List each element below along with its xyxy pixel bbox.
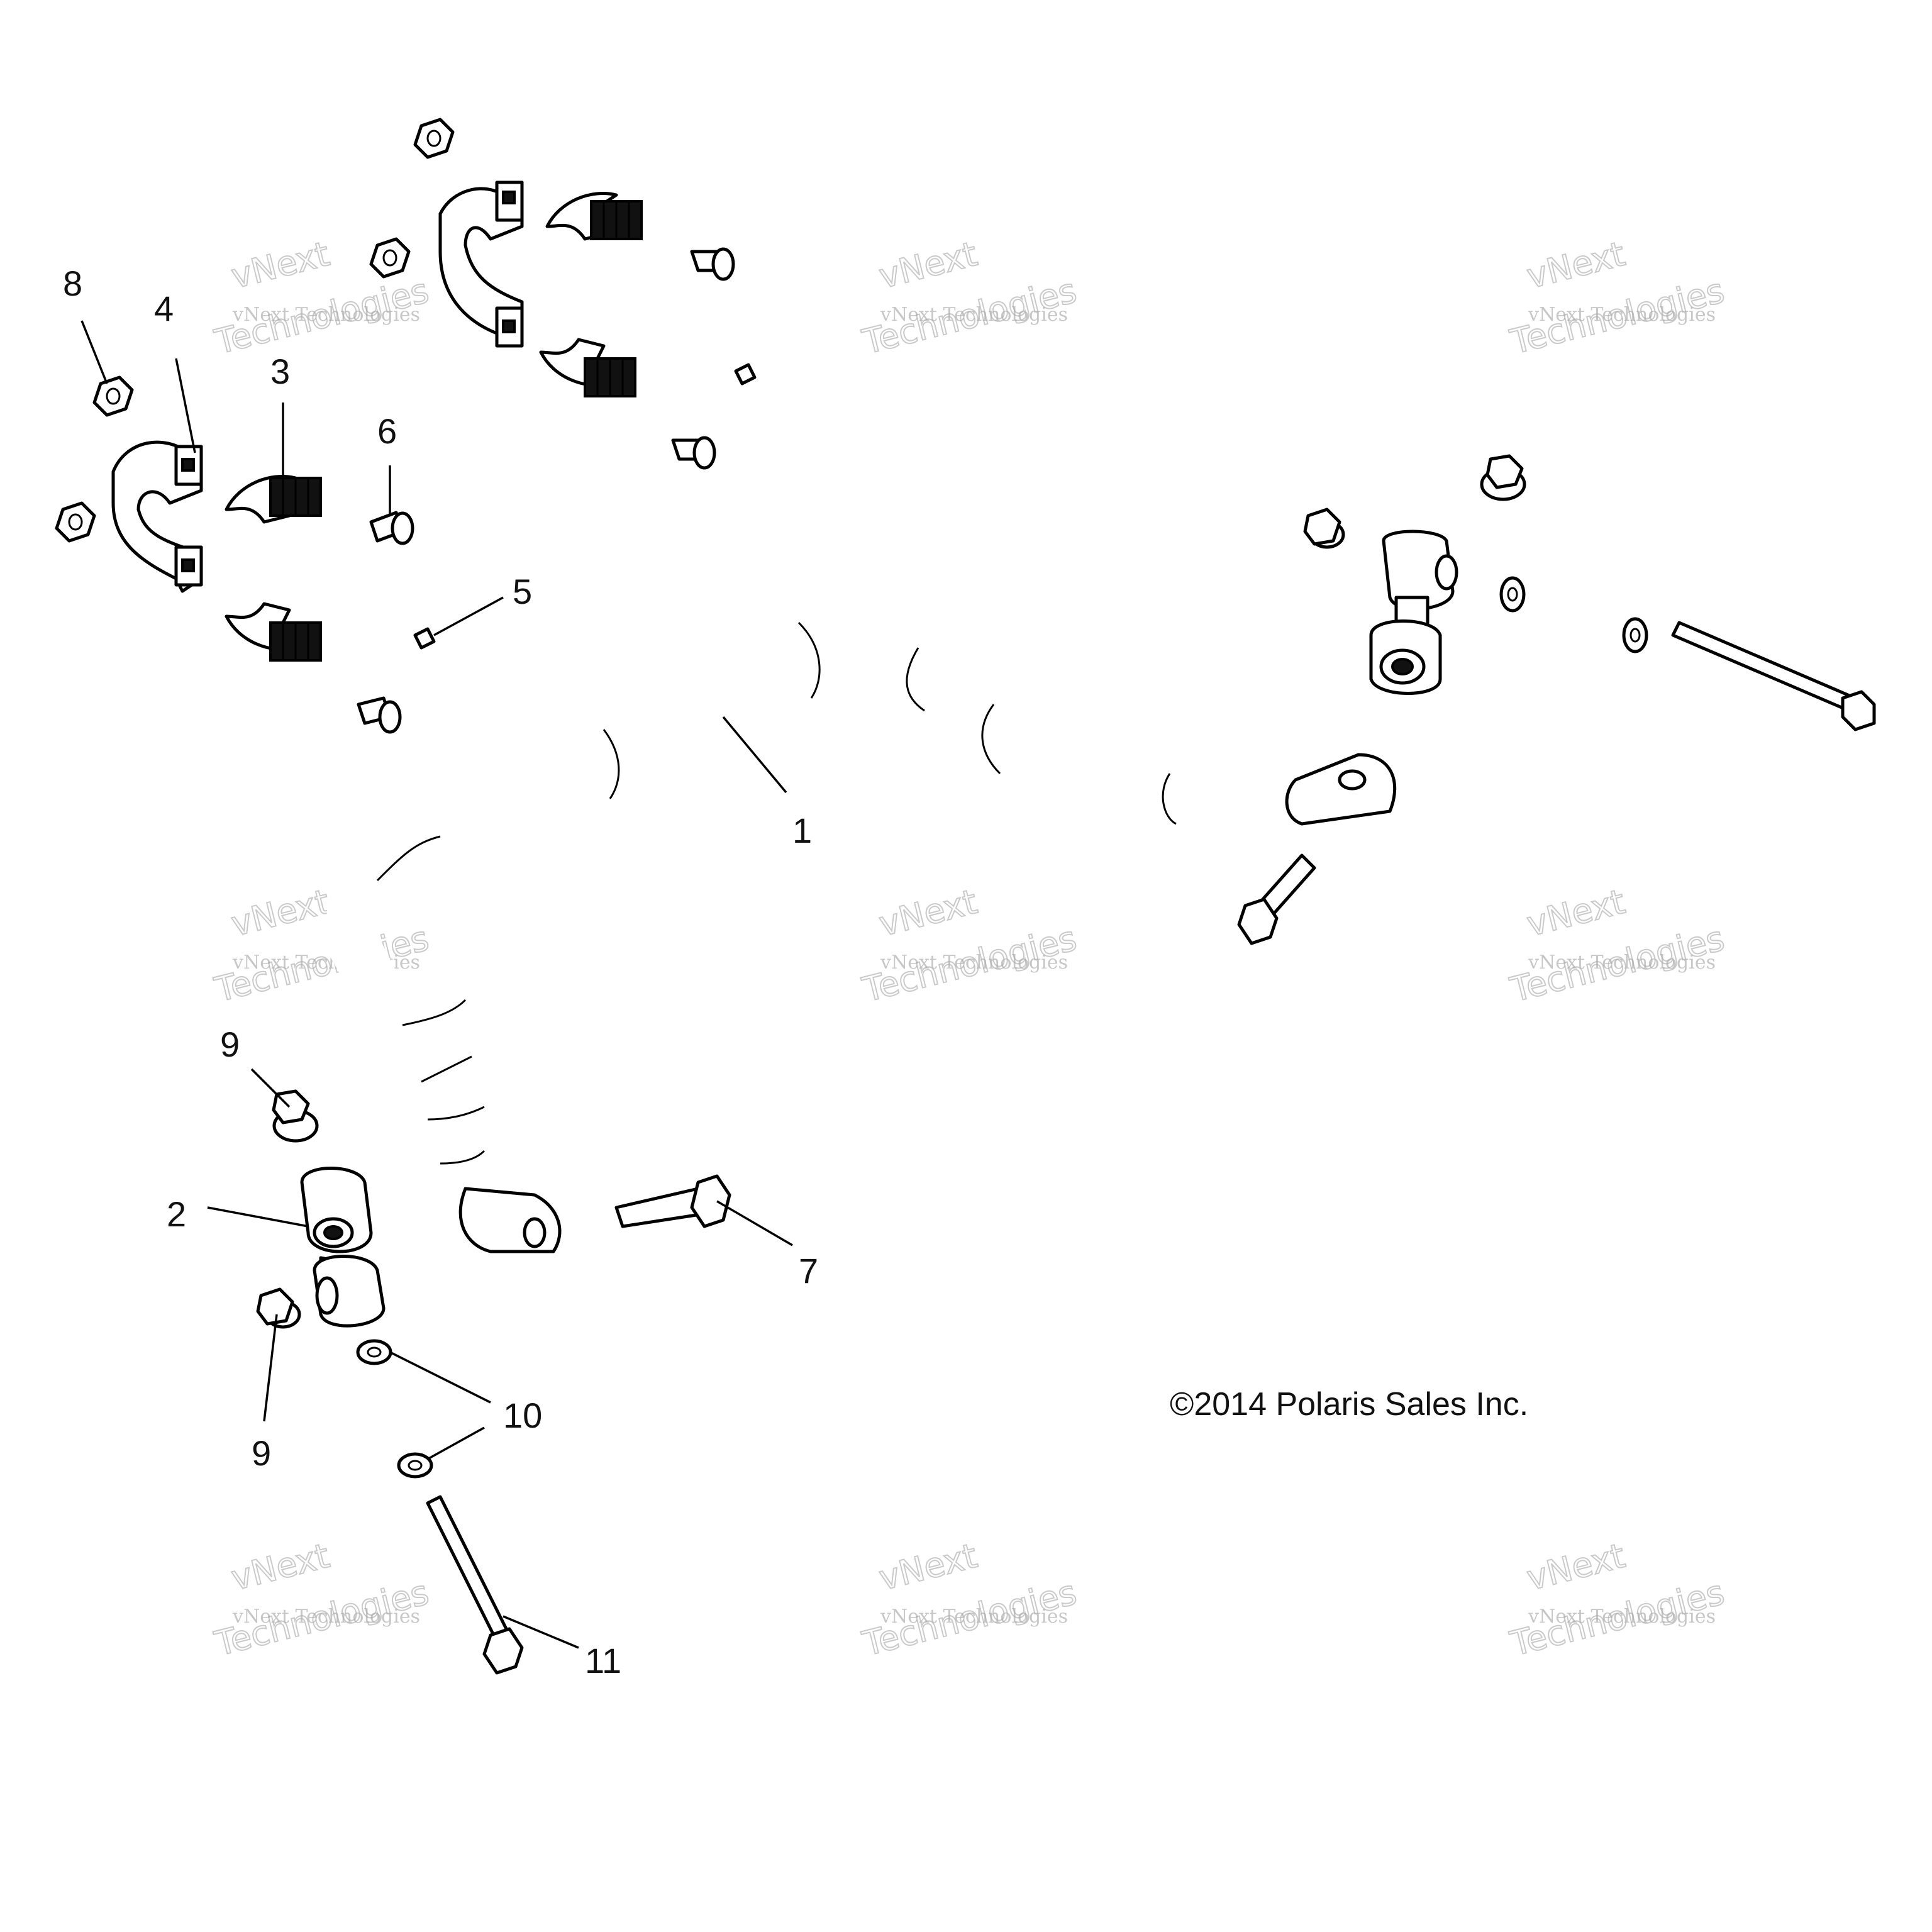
flange-nut-right-1	[1303, 508, 1345, 549]
nut-left	[55, 501, 96, 543]
copyright-notice: ©2014 Polaris Sales Inc.	[1170, 1386, 1528, 1423]
svg-text:vNext: vNext	[228, 234, 333, 296]
watermark-r3c1: vNext vNext Technologies Technologies	[210, 1535, 433, 1665]
flange-nut-right-2	[1480, 454, 1526, 501]
callout-8: 8	[63, 264, 82, 303]
watermark-r2c2: vNext vNext Technologies Technologies	[858, 881, 1081, 1011]
svg-text:vNext: vNext	[1523, 1536, 1629, 1598]
bushing-upper-right	[545, 191, 643, 241]
link-left	[300, 1167, 386, 1328]
watermark-r3c2: vNext vNext Technologies Technologies	[858, 1535, 1081, 1665]
svg-text:vNext Technologies: vNext Technologies	[1528, 304, 1716, 326]
watermark-r3c3: vNext vNext Technologies Technologies	[1506, 1535, 1729, 1665]
svg-text:vNext Technologies: vNext Technologies	[880, 952, 1068, 974]
callout-5: 5	[513, 572, 532, 611]
stabilizer-bar	[326, 590, 1397, 1253]
nut-upper-mid	[369, 237, 411, 279]
bushing-lower-left	[225, 602, 322, 662]
svg-text:vNext: vNext	[228, 1536, 333, 1598]
watermark-r1c2: vNext vNext Technologies Technologies	[858, 233, 1081, 363]
nut-top	[413, 118, 455, 159]
nut-8	[92, 375, 134, 417]
screw-upper	[734, 363, 757, 386]
leader-11	[502, 1615, 579, 1649]
rivet-lower-left	[357, 696, 402, 734]
callout-1: 1	[792, 811, 812, 850]
leader-4	[175, 358, 196, 453]
link-right	[1369, 530, 1458, 695]
callout-6: 6	[377, 411, 397, 451]
svg-text:vNext: vNext	[875, 1536, 981, 1598]
leader-9a	[250, 1068, 291, 1108]
long-bolt-right	[1671, 621, 1876, 731]
washer-10-lower	[397, 1452, 433, 1479]
leader-9b	[263, 1314, 278, 1422]
clamp-lower	[111, 440, 203, 593]
leader-1	[722, 716, 787, 794]
rivet-6	[369, 511, 414, 545]
screw-5	[413, 627, 436, 650]
svg-text:vNext Technologies: vNext Technologies	[232, 1606, 420, 1628]
bushing-lower-right	[539, 338, 636, 397]
callout-10: 10	[503, 1396, 542, 1435]
svg-text:vNext: vNext	[875, 882, 981, 944]
rivet-upper-right-1	[690, 247, 735, 281]
callout-3: 3	[270, 352, 290, 391]
callout-9-upper: 9	[220, 1024, 240, 1064]
leader-5	[433, 596, 504, 636]
watermark-r2c3: vNext vNext Technologies Technologies	[1506, 881, 1729, 1011]
callout-4: 4	[154, 289, 174, 328]
bushing-upper-left	[225, 474, 322, 524]
callout-labels: 1 2 3 4 5 6 7 8 9 9 10 11	[63, 264, 818, 1680]
watermark-r1c3: vNext vNext Technologies Technologies	[1506, 233, 1729, 363]
washer-10-upper	[356, 1339, 392, 1365]
long-bolt-11	[426, 1495, 524, 1675]
svg-text:vNext: vNext	[1523, 234, 1629, 296]
bolt-7	[614, 1174, 731, 1228]
leader-10b	[427, 1426, 485, 1460]
callout-9-lower: 9	[252, 1433, 271, 1473]
leader-2	[207, 1206, 309, 1228]
callout-7: 7	[799, 1251, 818, 1291]
svg-text:vNext Technologies: vNext Technologies	[880, 1606, 1068, 1628]
leader-lines	[80, 320, 793, 1649]
svg-text:vNext: vNext	[228, 882, 333, 944]
svg-text:vNext: vNext	[875, 234, 981, 296]
leader-8	[80, 320, 108, 384]
svg-text:vNext Technologies: vNext Technologies	[880, 304, 1068, 326]
svg-text:vNext Technologies: vNext Technologies	[1528, 1606, 1716, 1628]
leader-10a	[389, 1351, 491, 1404]
leader-7	[716, 1200, 793, 1246]
washer-right-1	[1499, 576, 1526, 613]
bolt-mid-right	[1237, 853, 1316, 945]
flange-nut-9-lower	[256, 1287, 301, 1329]
clamp-upper	[438, 180, 524, 348]
washer-right-2	[1622, 617, 1648, 653]
svg-text:vNext Technologies: vNext Technologies	[1528, 952, 1716, 974]
callout-2: 2	[167, 1194, 186, 1234]
svg-text:vNext: vNext	[1523, 882, 1629, 944]
svg-text:vNext Technologies: vNext Technologies	[232, 304, 420, 326]
watermark-r1c1: vNext vNext Technologies Technologies	[210, 233, 433, 363]
rivet-upper-right-2	[671, 436, 716, 470]
callout-11: 11	[585, 1641, 621, 1680]
